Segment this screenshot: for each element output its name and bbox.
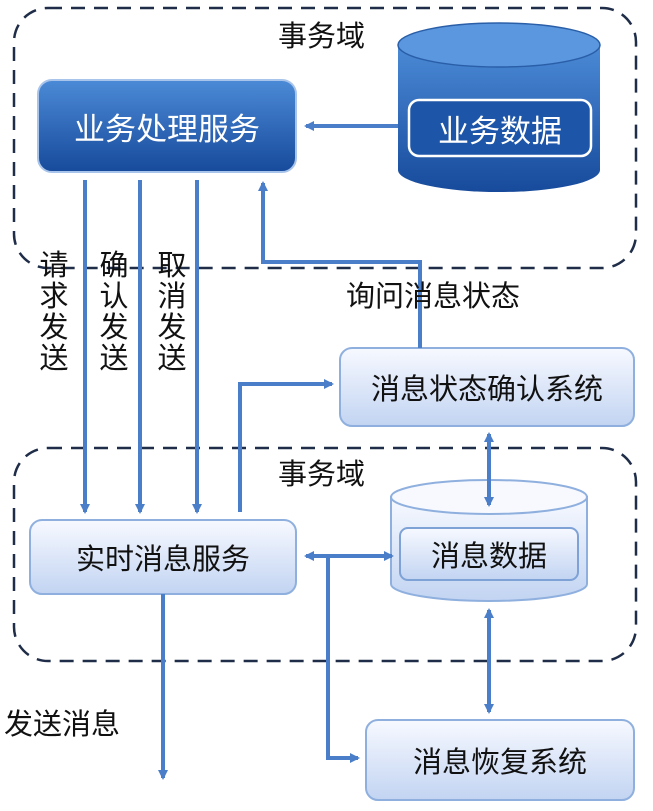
- bottom-domain-boundary: [12, 446, 638, 663]
- top-domain-label: 事务域: [278, 19, 366, 53]
- msg-status-confirm-label: 消息状态确认系统: [370, 372, 603, 406]
- msg-status-confirm-box: [339, 347, 635, 427]
- realtime-msg-service-label: 实时消息服务: [75, 542, 250, 576]
- edge-label-send-message: 发送消息: [4, 707, 121, 741]
- msg-recovery-label: 消息恢复系统: [412, 745, 587, 779]
- edge-label-query-status: 询问消息状态: [346, 279, 521, 313]
- business-data-cylinder: [397, 22, 601, 192]
- edge-label-confirm-send: 确认发送: [99, 248, 129, 375]
- bottom-domain-label: 事务域: [278, 457, 366, 491]
- arrow-query-status: [258, 181, 422, 348]
- edge-label-request-send: 请求发送: [39, 248, 69, 375]
- arrow-to-recovery: [326, 556, 360, 763]
- msg-data-label: 消息数据: [430, 539, 547, 573]
- msg-data-cylinder: [390, 479, 588, 602]
- business-service-label: 业务处理服务: [74, 111, 260, 148]
- msg-recovery-box: [365, 719, 635, 801]
- business-service-box: [37, 79, 297, 173]
- arrow-realtime-to-confirm: [238, 379, 334, 512]
- top-domain-boundary: [12, 6, 638, 270]
- business-data-label: 业务数据: [438, 113, 562, 150]
- edge-label-cancel-send: 取消发送: [157, 248, 187, 375]
